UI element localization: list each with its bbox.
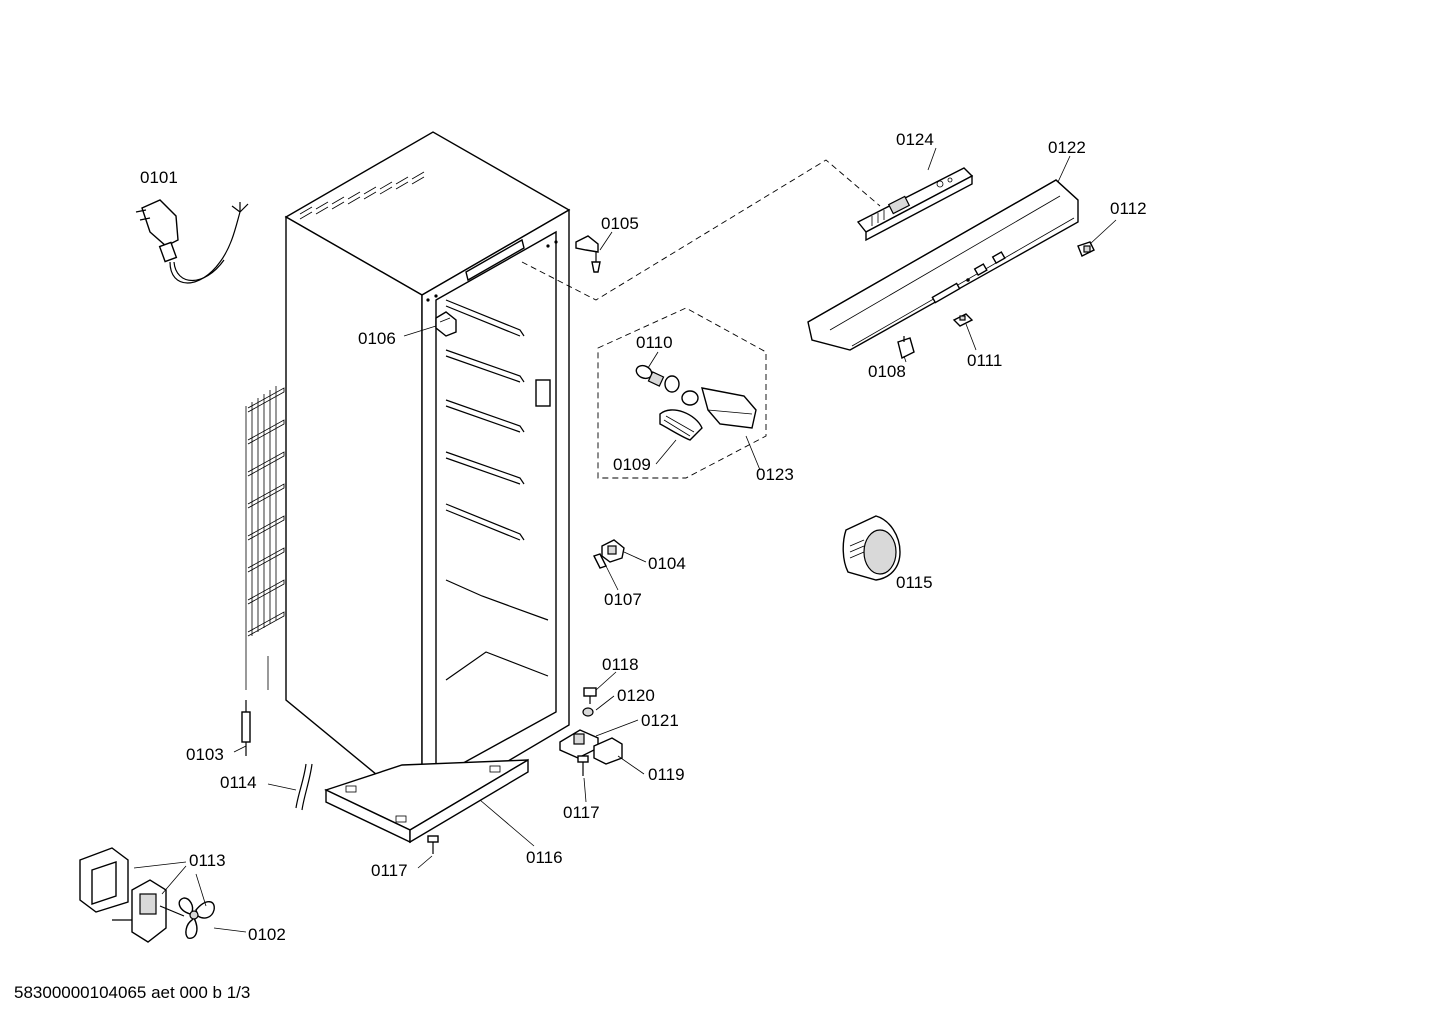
- document-code: 58300000104065 aet 000 b 1/3: [14, 983, 250, 1002]
- base-plate: [324, 758, 529, 844]
- label-0116: 0116: [526, 848, 563, 867]
- power-cord: [135, 199, 249, 284]
- fan-motor-housing: [79, 847, 129, 913]
- label-0107: 0107: [604, 590, 642, 609]
- label-0120: 0120: [617, 686, 655, 705]
- control-panel-cover: [807, 179, 1079, 351]
- washer-0120: [582, 707, 594, 717]
- lamp-bulb: [635, 364, 665, 387]
- label-0115: 0115: [896, 573, 933, 592]
- label-0105: 0105: [601, 214, 639, 233]
- label-0103: 0103: [186, 745, 224, 764]
- fan-motor: [112, 879, 185, 943]
- label-0109: 0109: [613, 455, 651, 474]
- label-0117-base: 0117: [371, 861, 408, 880]
- hinge-cover-0119: [593, 737, 623, 765]
- screw-0118: [583, 687, 597, 704]
- top-hinge-bracket: [575, 235, 601, 273]
- assembly-dashed-link: [521, 159, 881, 301]
- control-circuit-board: [856, 167, 974, 242]
- label-0106: 0106: [358, 329, 396, 348]
- label-0119: 0119: [648, 765, 685, 784]
- leader-lines: [133, 147, 1117, 933]
- label-0123: 0123: [756, 465, 794, 484]
- label-0114: 0114: [220, 773, 257, 792]
- label-0122: 0122: [1048, 138, 1086, 157]
- label-0102: 0102: [248, 925, 286, 944]
- cabinet-body: [284, 131, 571, 814]
- label-0121: 0121: [641, 711, 679, 730]
- lamp-socket: [664, 375, 699, 406]
- label-0104: 0104: [648, 554, 686, 573]
- fan-cover: [842, 515, 901, 581]
- lamp-cover: [701, 387, 757, 429]
- panel-switch: [952, 313, 974, 327]
- label-0110: 0110: [636, 333, 673, 352]
- label-0111: 0111: [967, 351, 1002, 370]
- small-knob: [1077, 241, 1095, 257]
- door-hinge-plate: [435, 311, 457, 337]
- temperature-sensor: [241, 700, 251, 756]
- label-0112: 0112: [1110, 199, 1147, 218]
- label-0101: 0101: [140, 168, 178, 187]
- lamp-assembly-boundary: [597, 307, 767, 479]
- label-0117-right: 0117: [563, 803, 600, 822]
- lamp-holder: [659, 409, 703, 441]
- panel-clip: [897, 336, 915, 360]
- bottom-hinge-0121: [559, 729, 599, 759]
- screw-0117-right: [577, 755, 589, 776]
- label-0113: 0113: [189, 851, 226, 870]
- drain-tube: [295, 763, 313, 811]
- label-0124: 0124: [896, 130, 934, 149]
- label-0108: 0108: [868, 362, 906, 381]
- condenser-coil: [245, 386, 285, 690]
- fan-blade: [178, 897, 215, 939]
- label-0118: 0118: [602, 655, 639, 674]
- part-labels: 0101 0105 0106 0124 0122 0112 0108 0111 …: [140, 130, 1147, 944]
- screw-0117-base: [427, 835, 439, 854]
- door-switch: [601, 539, 625, 563]
